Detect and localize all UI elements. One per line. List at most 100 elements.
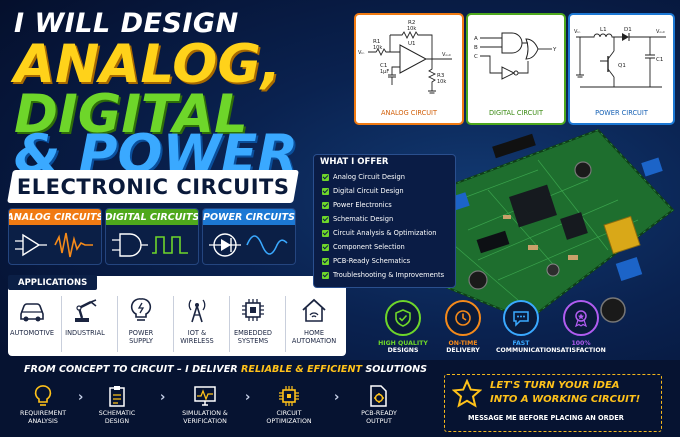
what-i-offer-title: WHAT I OFFER xyxy=(320,157,389,167)
schematic-label: 1µF xyxy=(380,69,389,75)
badge-line2: DELIVERY xyxy=(446,347,480,355)
process-step-label: PCB-READY OUTPUT xyxy=(361,410,397,425)
chevron-right-icon: › xyxy=(78,390,84,405)
power-schematic: Vᵢₙ L1 D1 Vₒᵤₜ C1 Q1 xyxy=(574,27,666,88)
schematic-label: U1 xyxy=(408,41,416,47)
digital-circuit-card: A B C Y DIGITAL CIRCUIT xyxy=(466,13,566,125)
offer-item: Analog Circuit Design xyxy=(322,173,405,181)
process-lead: FROM CONCEPT TO CIRCUIT – I DELIVER xyxy=(24,364,241,375)
schematic-label: Q1 xyxy=(618,63,626,69)
chip-icon xyxy=(242,299,264,321)
schematic-label: 10k xyxy=(373,45,382,51)
lightbulb-icon xyxy=(34,385,52,406)
power-circuit-card: Vᵢₙ L1 D1 Vₒᵤₜ C1 Q1 POWER CIRCUIT xyxy=(568,13,675,125)
process-step-optimization: CIRCUIT OPTIMIZATION xyxy=(254,384,324,425)
process-step-label: SIMULATION & VERIFICATION xyxy=(182,410,228,425)
category-digital-label: DIGITAL CIRCUITS xyxy=(106,209,198,225)
offer-item-label: Digital Circuit Design xyxy=(333,187,404,195)
analog-circuit-caption: ANALOG CIRCUIT xyxy=(381,109,437,117)
application-embedded: EMBEDDED SYSTEMS xyxy=(225,292,281,356)
checkbox-icon xyxy=(322,215,329,223)
schematic-label: 10k xyxy=(437,79,446,85)
headline-banner-text: ELECTRONIC CIRCUITS xyxy=(16,174,290,199)
applications-title: APPLICATIONS xyxy=(8,275,98,290)
pcb-board-image xyxy=(426,128,675,323)
home-icon xyxy=(302,298,326,322)
schematic-label: R3 xyxy=(437,73,445,79)
schematic-label: C1 xyxy=(380,63,387,69)
schematic-label: Vᵢₙ xyxy=(574,29,580,35)
schematic-label: R2 xyxy=(408,20,415,26)
offer-item-label: Power Electronics xyxy=(333,201,392,209)
checkbox-icon xyxy=(322,187,329,195)
schematic-label: A xyxy=(474,36,478,42)
badge-line1: ON-TIME xyxy=(448,340,478,347)
application-home-automation: HOME AUTOMATION xyxy=(286,292,342,356)
category-power: POWER CIRCUITS xyxy=(202,208,296,265)
cta-line1: LET'S TURN YOUR IDEA xyxy=(490,380,620,391)
bulb-icon xyxy=(130,298,152,321)
power-circuit-caption: POWER CIRCUIT xyxy=(595,109,648,117)
offer-item-label: PCB-Ready Schematics xyxy=(333,257,411,265)
offer-item-label: Circuit Analysis & Optimization xyxy=(333,229,437,237)
schematic-label: Vᵢₙ xyxy=(358,50,364,56)
badge-line2: DESIGNS xyxy=(387,347,419,355)
car-icon xyxy=(20,303,44,322)
monitor-icon xyxy=(194,386,216,406)
application-label: AUTOMOTIVE xyxy=(9,329,55,337)
chat-icon xyxy=(513,311,529,327)
application-label: INDUSTRIAL xyxy=(65,329,105,337)
offer-item: PCB-Ready Schematics xyxy=(322,257,410,265)
checkbox-icon xyxy=(322,271,329,279)
process-step-simulation: SIMULATION & VERIFICATION xyxy=(170,384,240,425)
award-icon xyxy=(575,310,587,327)
chip-icon xyxy=(279,386,299,406)
headline-banner: ELECTRONIC CIRCUITS xyxy=(7,170,299,203)
offer-item-label: Component Selection xyxy=(333,243,405,251)
analog-schematic: R2 10k R1 10k Vᵢₙ U1 Vₒᵤₜ C1 1µF R3 10k xyxy=(358,20,452,94)
badge-satisfaction: 100%SATISFACTION xyxy=(556,300,606,355)
category-digital: DIGITAL CIRCUITS xyxy=(105,208,199,265)
digital-circuit-caption: DIGITAL CIRCUIT xyxy=(488,109,544,117)
offer-item-label: Troubleshooting & Improvements xyxy=(333,271,445,279)
pcb-components xyxy=(446,133,663,323)
checkbox-icon xyxy=(322,201,329,209)
divider xyxy=(173,296,174,352)
schematic-label: C1 xyxy=(656,57,663,63)
schematic-label: B xyxy=(474,45,478,51)
process-step-requirement: REQUIREMENT ANALYSIS xyxy=(8,384,78,425)
and-gate-square-wave-icon xyxy=(112,233,188,257)
analog-circuit-card: R2 10k R1 10k Vᵢₙ U1 Vₒᵤₜ C1 1µF R3 10k … xyxy=(354,13,464,125)
document-gear-icon xyxy=(370,385,387,407)
application-label: HOME AUTOMATION xyxy=(291,329,337,345)
application-label: IOT & WIRELESS xyxy=(180,329,214,345)
badge-line1: 100% xyxy=(571,340,591,347)
process-step-schematic: SCHEMATIC DESIGN xyxy=(82,384,152,425)
offer-item-label: Analog Circuit Design xyxy=(333,173,405,181)
offer-item: Circuit Analysis & Optimization xyxy=(322,229,436,237)
antenna-icon xyxy=(188,299,206,323)
application-label: POWER SUPPLY xyxy=(128,329,154,345)
headline-digital: DIGITAL xyxy=(14,84,248,145)
application-iot: IOT & WIRELESS xyxy=(169,292,225,356)
robot-arm-icon xyxy=(75,299,97,322)
offer-item: Power Electronics xyxy=(322,201,392,209)
cta-line2: INTO A WORKING CIRCUIT! xyxy=(490,394,641,405)
process-step-label: SCHEMATIC DESIGN xyxy=(98,410,136,425)
star-icon xyxy=(452,379,482,408)
checkbox-icon xyxy=(322,243,329,251)
divider xyxy=(229,296,230,352)
what-i-offer-panel xyxy=(313,154,456,288)
process-step-label: REQUIREMENT ANALYSIS xyxy=(19,410,67,425)
offer-item: Troubleshooting & Improvements xyxy=(322,271,444,279)
cta-message: MESSAGE ME BEFORE PLACING AN ORDER xyxy=(468,414,624,422)
clipboard-icon xyxy=(109,386,125,407)
chevron-right-icon: › xyxy=(160,390,166,405)
offer-item: Schematic Design xyxy=(322,215,393,223)
process-highlight: RELIABLE & EFFICIENT xyxy=(241,364,363,375)
schematic-label: 10k xyxy=(407,26,416,32)
badge-line1: FAST xyxy=(512,340,530,347)
chevron-right-icon: › xyxy=(334,390,340,405)
